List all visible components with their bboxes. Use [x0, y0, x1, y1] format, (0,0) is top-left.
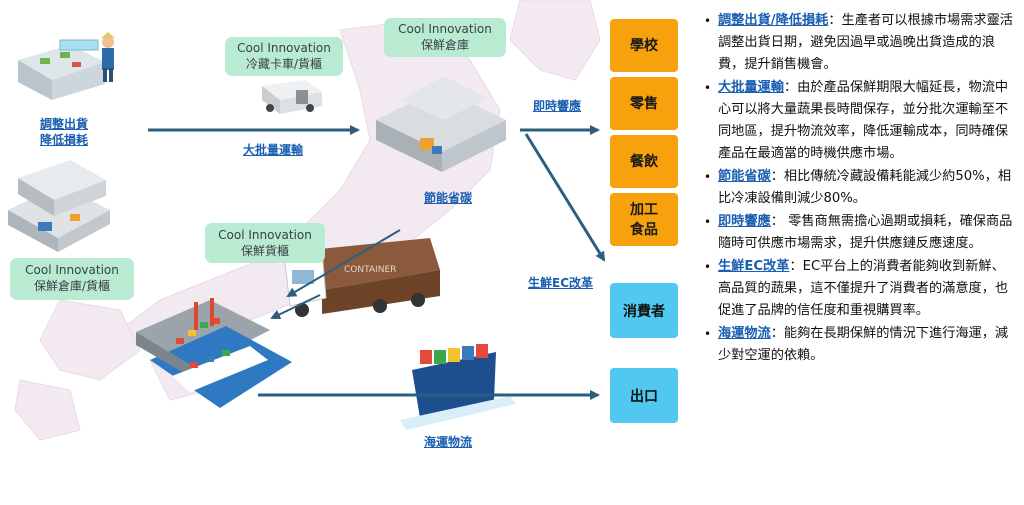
- destination-consumer: 消費者: [610, 283, 678, 338]
- bullet-icon: •: [704, 327, 712, 341]
- energy-saving-label: 節能省碳: [424, 191, 473, 205]
- note-item: • 海運物流：能夠在長期保鮮的情況下進行海運，減少對空運的依賴。: [704, 323, 1014, 367]
- destination-processed-food: 加工 食品: [610, 193, 678, 246]
- note-text: ： 零售商無需擔心過期或損耗，確保商品隨時可供應市場需求，提升供應鏈反應速度。: [718, 214, 1013, 251]
- flow-arrows: [148, 125, 606, 400]
- benefit-notes: • 調整出貨/降低損耗：生產者可以根據市場需求靈活調整出貨日期，避免因過早或過晚出…: [704, 10, 1014, 368]
- node-warehouse-left-label: Cool Innovation 保鮮倉庫/貨櫃: [10, 258, 134, 300]
- note-text: ：EC平台上的消費者能夠收到新鮮、高品質的蔬果，這不僅提升了消費者的滿意度，也促…: [718, 259, 1009, 318]
- arrow-container-to-port: [286, 229, 401, 298]
- warehouse-top-label-text: Cool Innovation 保鮮倉庫: [398, 22, 492, 52]
- top-warehouse-illustration: [376, 76, 506, 172]
- truck-label-text: Cool Innovation 冷藏卡車/貨櫃: [237, 41, 331, 71]
- note-text: ：能夠在長期保鮮的情況下進行海運，減少對空運的依賴。: [718, 326, 1009, 363]
- note-term: 節能省碳: [718, 169, 771, 184]
- note-text: ：生產者可以根據市場需求靈活調整出貨日期，避免因過早或過晚出貨造成的浪費，提升銷…: [718, 13, 1013, 72]
- farm-label: 調整出貨 降低損耗: [40, 117, 89, 147]
- node-container-label: Cool Innovation 保鮮貨櫃: [205, 223, 325, 263]
- cargo-ship-illustration: [400, 336, 516, 430]
- note-term: 調整出貨/降低損耗: [718, 13, 829, 28]
- farm-illustration: [18, 32, 115, 100]
- refrigerated-truck-illustration: [262, 80, 322, 114]
- destination-retail: 零售: [610, 77, 678, 130]
- ocean-logistics-label: 海運物流: [424, 435, 473, 449]
- destination-export: 出口: [610, 368, 678, 423]
- bullet-icon: •: [704, 81, 712, 95]
- arrow-to-consumer: [524, 133, 606, 262]
- note-term: 海運物流: [718, 326, 771, 341]
- note-text: ：相比傳統冷藏設備耗能減少約50%，相比冷凍設備則減少80%。: [718, 169, 1012, 206]
- note-term: 大批量運輸: [718, 80, 784, 95]
- destination-dining: 餐飲: [610, 135, 678, 188]
- note-item: • 調整出貨/降低損耗：生產者可以根據市場需求靈活調整出貨日期，避免因過早或過晚出…: [704, 10, 1014, 76]
- node-truck-label: Cool Innovation 冷藏卡車/貨櫃: [225, 37, 343, 76]
- note-item: • 即時響應： 零售商無需擔心過期或損耗，確保商品隨時可供應市場需求，提升供應鏈反…: [704, 211, 1014, 255]
- bullet-icon: •: [704, 260, 712, 274]
- bulk-transport-label: 大批量運輸: [243, 143, 304, 157]
- note-item: • 生鮮EC改革：EC平台上的消費者能夠收到新鮮、高品質的蔬果，這不僅提升了消費者…: [704, 256, 1014, 322]
- container-label-text: Cool Innovation 保鮮貨櫃: [218, 228, 312, 258]
- bullet-icon: •: [704, 215, 712, 229]
- bullet-icon: •: [704, 14, 712, 28]
- bullet-icon: •: [704, 170, 712, 184]
- instant-response-label: 即時響應: [533, 99, 582, 113]
- note-term: 生鮮EC改革: [718, 259, 790, 274]
- arrow-truck-to-port: [270, 294, 321, 320]
- warehouse-left-label-text: Cool Innovation 保鮮倉庫/貨櫃: [25, 263, 119, 293]
- note-term: 即時響應: [718, 214, 771, 229]
- port-illustration: [136, 298, 292, 408]
- destination-school: 學校: [610, 19, 678, 72]
- note-item: • 大批量運輸：由於產品保鮮期限大幅延長，物流中心可以將大量蔬果長時間保存，並分批…: [704, 77, 1014, 165]
- container-word: CONTAINER: [344, 265, 396, 275]
- fresh-ec-label: 生鮮EC改革: [528, 276, 594, 290]
- left-warehouse-illustration: [8, 160, 110, 252]
- note-text: ：由於產品保鮮期限大幅延長，物流中心可以將大量蔬果長時間保存，並分批次運輸至不同…: [718, 80, 1009, 161]
- node-warehouse-top-label: Cool Innovation 保鮮倉庫: [384, 18, 506, 57]
- note-item: • 節能省碳：相比傳統冷藏設備耗能減少約50%，相比冷凍設備則減少80%。: [704, 166, 1014, 210]
